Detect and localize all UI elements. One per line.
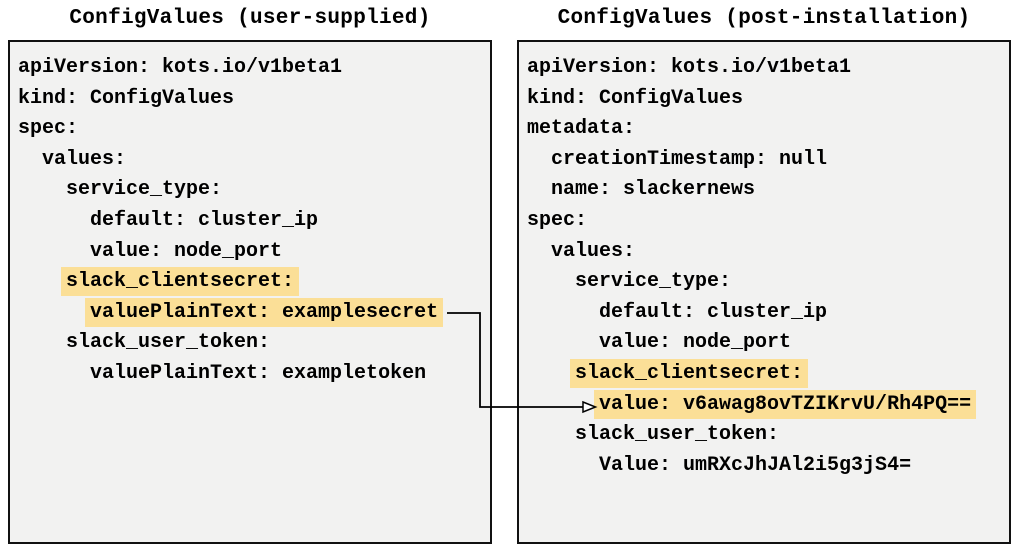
yaml-text: default: cluster_ip	[599, 300, 828, 324]
yaml-text: spec:	[18, 117, 79, 141]
yaml-text: apiVersion: kots.io/v1beta1	[18, 56, 343, 79]
yaml-indent	[527, 178, 551, 201]
yaml-indent	[527, 393, 599, 416]
yaml-text: name: slackernews	[551, 178, 756, 202]
yaml-line: slack_user_token:	[18, 328, 486, 359]
yaml-text: values:	[551, 239, 636, 263]
yaml-indent	[527, 240, 551, 263]
yaml-text: apiVersion: kots.io/v1beta1	[527, 56, 852, 79]
yaml-line: valuePlainText: examplesecret	[18, 297, 486, 329]
yaml-line: valuePlainText: exampletoken	[18, 359, 486, 390]
yaml-text: Value: umRXcJhJAl2i5g3jS4=	[599, 453, 912, 477]
highlighted-yaml-text: value: v6awag8ovTZIKrvU/Rh4PQ==	[594, 389, 977, 419]
yaml-line: metadata:	[527, 114, 1005, 145]
yaml-indent	[18, 209, 90, 232]
yaml-indent	[18, 240, 90, 263]
highlighted-yaml-text: slack_clientsecret:	[570, 358, 809, 388]
yaml-text: service_type:	[66, 178, 223, 202]
right-panel-title: ConfigValues (post-installation)	[557, 7, 971, 30]
yaml-line: Value: umRXcJhJAl2i5g3jS4=	[527, 451, 1005, 482]
yaml-line: name: slackernews	[527, 175, 1005, 206]
yaml-text: valuePlainText: exampletoken	[90, 361, 427, 385]
yaml-line: slack_clientsecret:	[527, 358, 1005, 390]
highlighted-yaml-text: slack_clientsecret:	[61, 267, 300, 297]
yaml-text: default: cluster_ip	[90, 208, 319, 232]
yaml-indent	[527, 454, 599, 477]
yaml-text: value: node_port	[90, 239, 283, 263]
yaml-line: apiVersion: kots.io/v1beta1	[527, 53, 1005, 84]
yaml-line: kind: ConfigValues	[18, 84, 486, 115]
yaml-line: kind: ConfigValues	[527, 84, 1005, 115]
yaml-indent	[18, 148, 42, 171]
yaml-indent	[527, 301, 599, 324]
yaml-text: kind: ConfigValues	[18, 86, 235, 110]
yaml-line: value: v6awag8ovTZIKrvU/Rh4PQ==	[527, 389, 1005, 421]
yaml-line: spec:	[527, 206, 1005, 237]
yaml-line: value: node_port	[18, 237, 486, 268]
yaml-indent	[18, 178, 66, 201]
yaml-text: values:	[42, 147, 127, 171]
yaml-indent	[527, 270, 575, 293]
yaml-line: creationTimestamp: null	[527, 145, 1005, 176]
yaml-line: default: cluster_ip	[527, 298, 1005, 329]
post-installation-config-panel: apiVersion: kots.io/v1beta1 kind: ConfigV…	[517, 40, 1011, 544]
yaml-line: slack_user_token:	[527, 420, 1005, 451]
yaml-indent	[18, 331, 66, 354]
yaml-text: metadata:	[527, 117, 636, 141]
yaml-indent	[18, 362, 90, 385]
yaml-indent	[18, 301, 90, 324]
yaml-line: service_type:	[527, 267, 1005, 298]
highlighted-yaml-text: valuePlainText: examplesecret	[85, 297, 444, 327]
yaml-indent	[527, 362, 575, 385]
yaml-indent	[527, 423, 575, 446]
yaml-text: value: node_port	[599, 331, 792, 355]
yaml-text: spec:	[527, 208, 588, 232]
yaml-text: slack_user_token:	[66, 331, 271, 355]
yaml-line: values:	[18, 145, 486, 176]
yaml-text: kind: ConfigValues	[527, 86, 744, 110]
yaml-line: service_type:	[18, 175, 486, 206]
yaml-text: creationTimestamp: null	[551, 147, 828, 171]
yaml-line: slack_clientsecret:	[18, 267, 486, 298]
yaml-line: default: cluster_ip	[18, 206, 486, 237]
yaml-text: service_type:	[575, 270, 732, 294]
yaml-indent	[18, 270, 66, 293]
yaml-line: values:	[527, 237, 1005, 268]
yaml-indent	[527, 148, 551, 171]
yaml-line: value: node_port	[527, 328, 1005, 359]
yaml-line: apiVersion: kots.io/v1beta1	[18, 53, 486, 84]
user-supplied-config-panel: apiVersion: kots.io/v1beta1 kind: ConfigV…	[8, 40, 492, 544]
yaml-line: spec:	[18, 114, 486, 145]
left-panel-title: ConfigValues (user-supplied)	[69, 7, 431, 30]
yaml-text: slack_user_token:	[575, 423, 780, 447]
yaml-indent	[527, 331, 599, 354]
